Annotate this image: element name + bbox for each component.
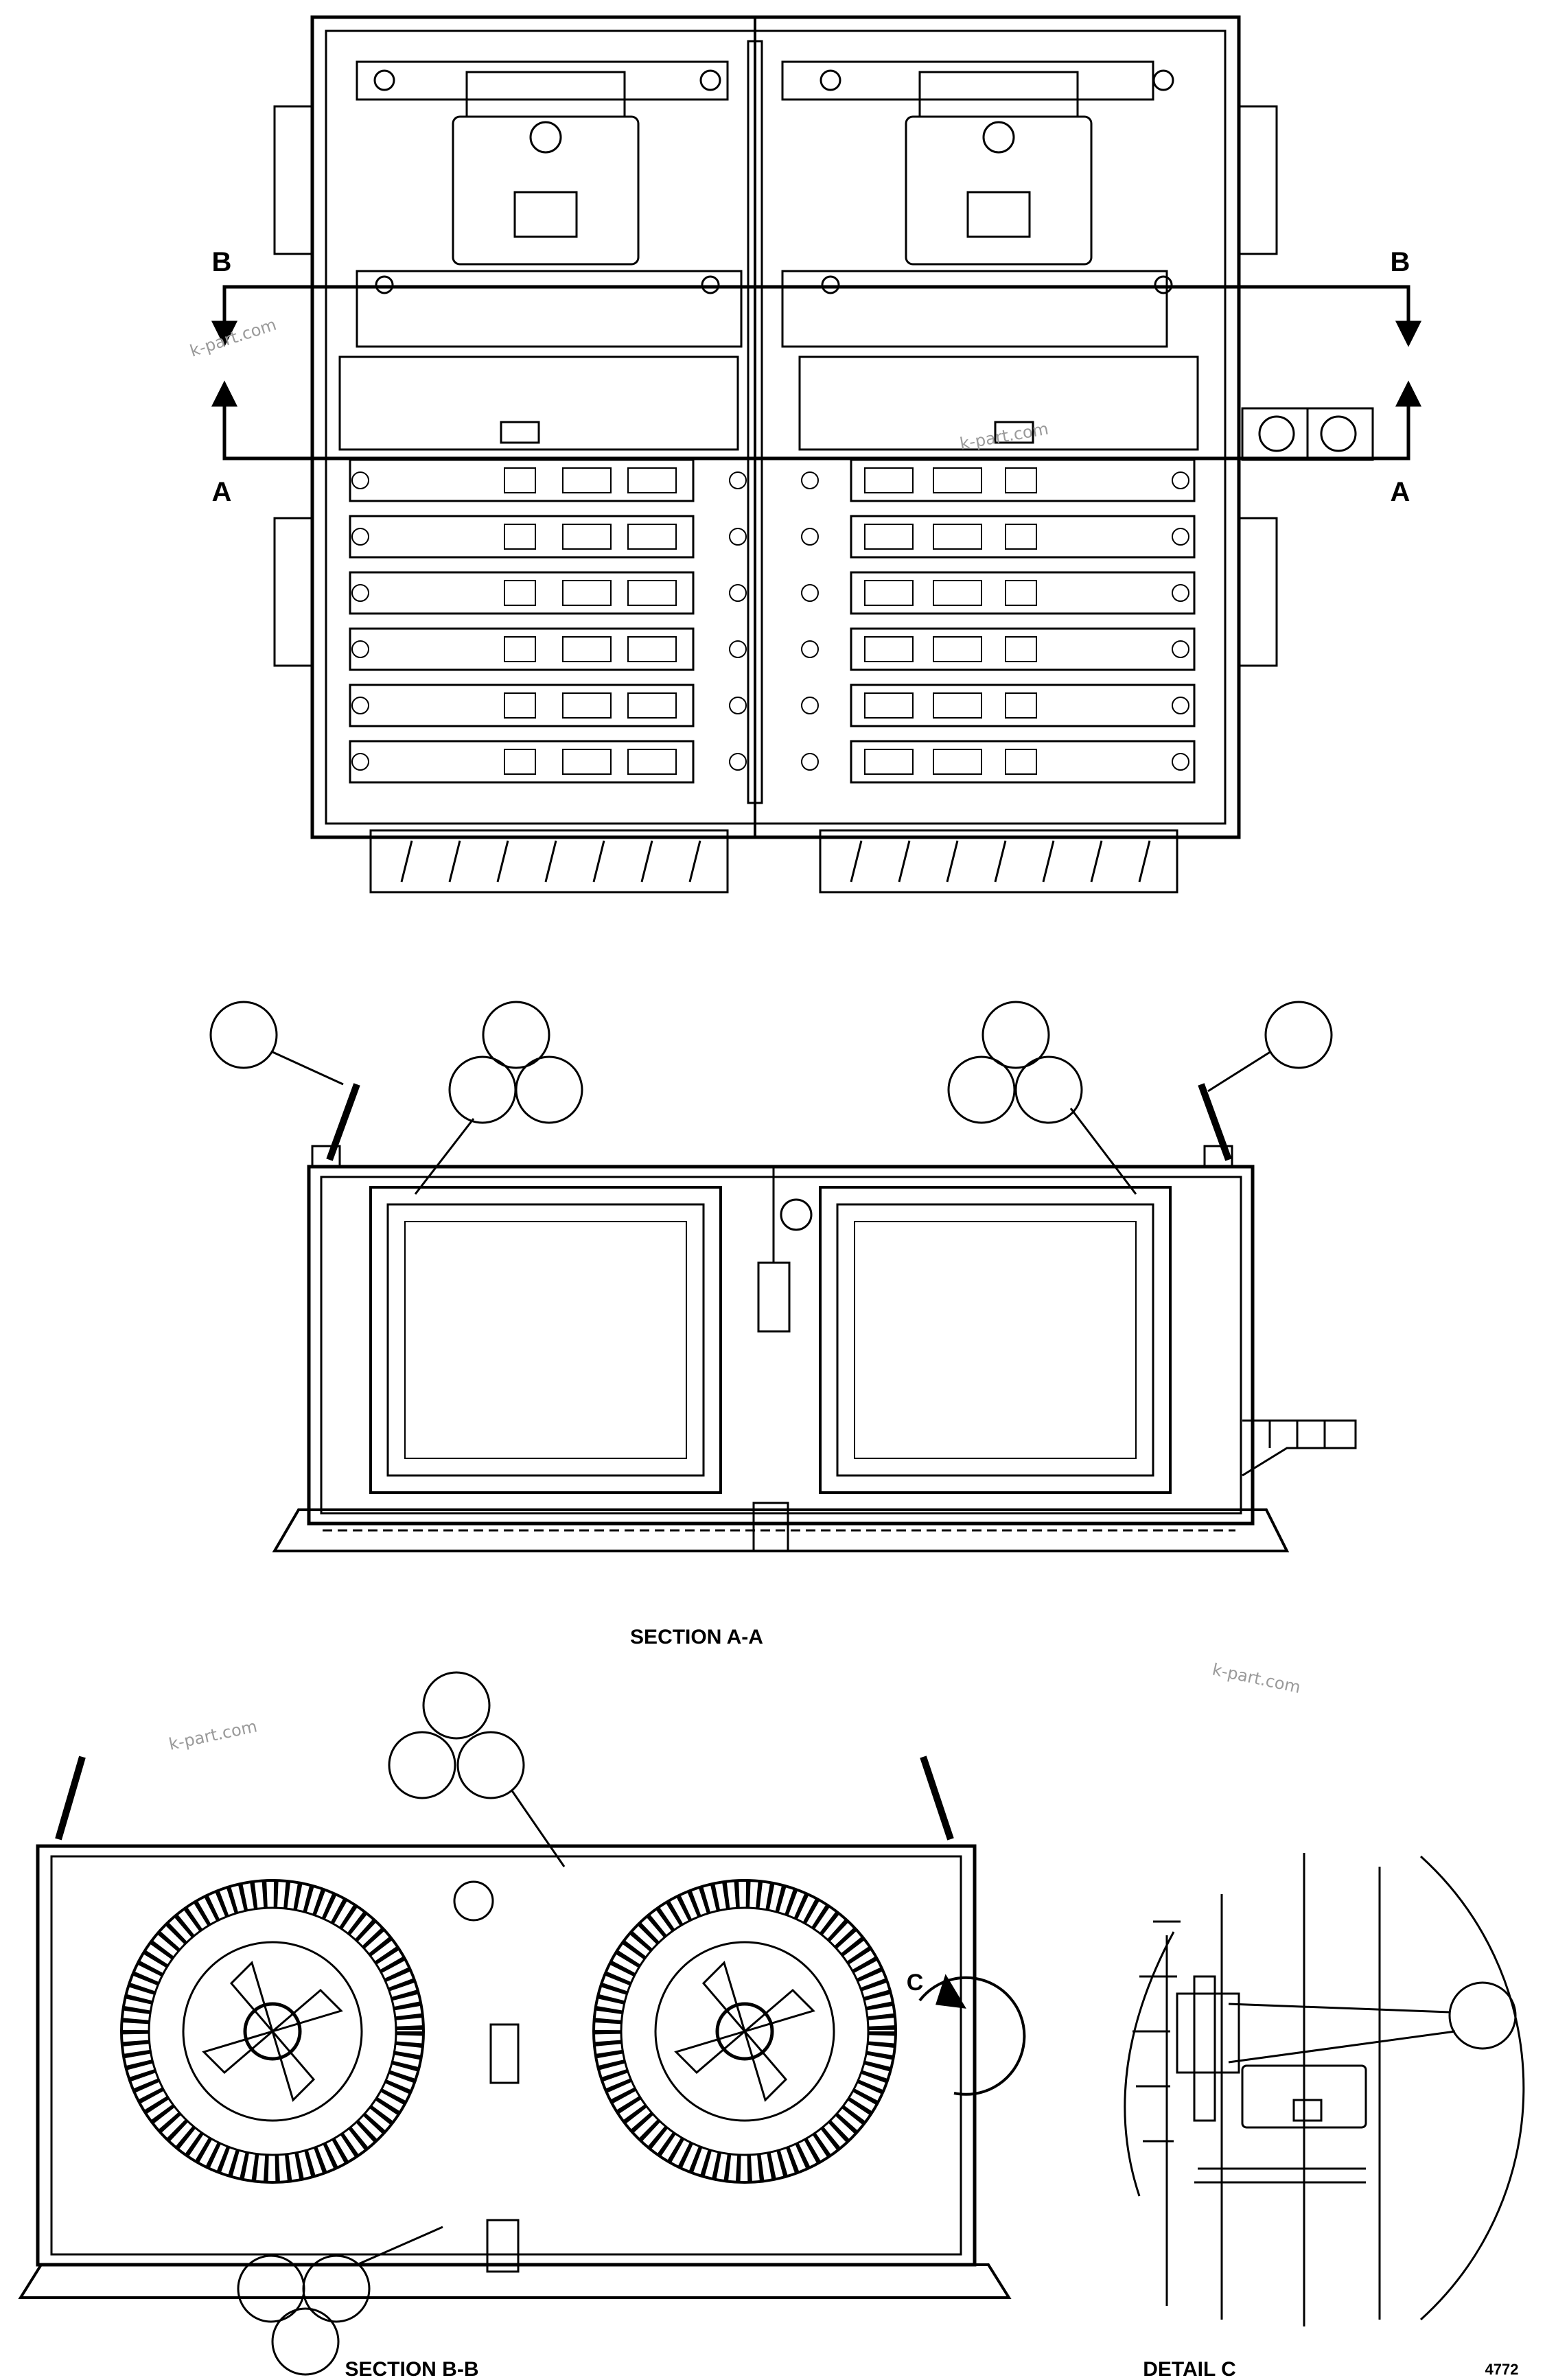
callout-a-right-bottom-right [1014,1055,1083,1124]
callout-a-left-top [482,1001,550,1069]
caption-detail-c: DETAIL C [1143,2358,1236,2380]
callout-b-bottom-bottom [271,2307,340,2376]
caption-section-a: SECTION A-A [630,1626,763,1648]
section-cut-lines [211,285,1422,460]
callout-b-top-top [422,1671,491,1740]
section-b-callouts [237,1671,566,2376]
section-a-callouts [209,1001,1333,1195]
callout-b-top-right [456,1731,525,1799]
callout-a-left-single [209,1001,278,1069]
top-view [273,15,1374,894]
section-marker-b-left: B [212,247,232,277]
callout-b-bottom-right [302,2254,371,2323]
callout-a-right-bottom-left [947,1055,1016,1124]
watermark: k-part.com [958,419,1050,454]
detail-marker-c: C [907,1970,924,1996]
callout-a-left-bottom-right [515,1055,583,1124]
detail-c-view [1124,1853,1525,2326]
section-marker-a-right: A [1391,477,1410,507]
section-a-view [272,1083,1357,1552]
detail-c-callouts [1228,1981,1517,2064]
section-marker-a-left: A [212,477,232,507]
sheet-code: 4772 [1485,2361,1519,2378]
callout-detail-c-single [1448,1981,1517,2050]
watermark: k-part.com [167,1716,259,1754]
callout-a-right-single [1264,1001,1333,1069]
callout-a-left-bottom-left [448,1055,517,1124]
callout-a-right-top [981,1001,1050,1069]
watermark: k-part.com [1211,1659,1303,1697]
section-b-view [18,1755,1026,2299]
callout-b-top-left [388,1731,456,1799]
caption-section-b: SECTION B-B [345,2358,479,2380]
section-marker-b-right: B [1391,247,1410,277]
